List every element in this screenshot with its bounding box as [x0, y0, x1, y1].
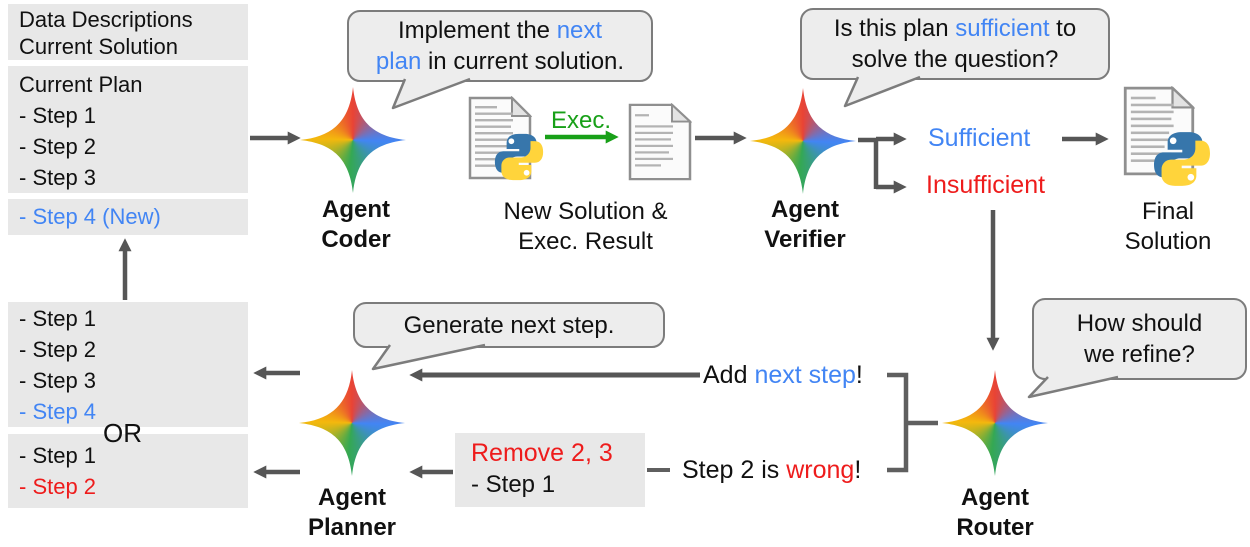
label-text: !: [855, 361, 863, 389]
refined-plan-a-box: - Step 1 - Step 2 - Step 3 - Step 4: [8, 302, 248, 427]
label-text: Add: [703, 361, 755, 389]
agent-router-label: Agent Router: [925, 483, 1065, 543]
implement-bubble: Implement the next plan in current solut…: [347, 10, 653, 82]
router-bracket: [887, 372, 938, 473]
python-logo-icon: [1154, 132, 1210, 186]
current-plan-title: Current Plan: [19, 72, 143, 97]
document-icon: [628, 103, 692, 181]
agent-label-line: Verifier: [764, 226, 846, 253]
new-solution-label: New Solution & Exec. Result: [488, 197, 683, 257]
remove-steps-line: Remove 2, 3: [471, 439, 613, 467]
plan-step-removed: - Step 2: [19, 474, 97, 499]
data-descriptions-line: Data Descriptions: [19, 7, 193, 32]
python-logo-icon: [494, 133, 544, 181]
generate-step-bubble: Generate next step.: [353, 302, 665, 348]
bubble-text-highlight: sufficient: [955, 15, 1050, 42]
plan-step: - Step 3: [19, 165, 97, 190]
plan-step: - Step 1: [19, 103, 97, 128]
verifier-branch-line: [858, 137, 879, 189]
sufficient-label: Sufficient: [928, 124, 1031, 152]
bubble-text: to: [1049, 15, 1077, 42]
final-solution-label: Final Solution: [1118, 197, 1218, 257]
sufficient-bubble-line2: solve the question?: [851, 46, 1059, 73]
label-text: !: [854, 456, 862, 484]
agent-label-line: Agent: [771, 196, 839, 223]
implement-bubble-line2: plan in current solution.: [349, 46, 651, 77]
new-step-box: - Step 4 (New): [8, 199, 248, 235]
caption-line: Final: [1141, 198, 1195, 225]
data-descriptions-box: Data Descriptions Current Solution: [8, 4, 248, 60]
remaining-step-line: - Step 1: [471, 471, 556, 498]
caption-line: New Solution &: [503, 198, 668, 225]
agent-planner-label: Agent Planner: [282, 483, 422, 543]
agent-label-line: Router: [956, 514, 1034, 541]
refine-bubble-line2: we refine?: [1084, 341, 1195, 368]
insufficient-label: Insufficient: [926, 171, 1046, 199]
sufficient-bubble-tail: [843, 75, 921, 108]
add-next-step-label: Add next step!: [703, 361, 863, 390]
refine-bubble-tail: [1027, 375, 1119, 399]
current-plan-box: Current Plan - Step 1 - Step 2 - Step 3: [8, 66, 248, 193]
plan-step-new: - Step 4: [19, 399, 97, 424]
or-label: OR: [103, 418, 142, 448]
bubble-text: in current solution.: [421, 48, 625, 75]
document-text-lines: [1130, 96, 1174, 162]
caption-line: Exec. Result: [518, 228, 653, 255]
refine-bubble: How should we refine?: [1032, 298, 1247, 380]
label-text-highlight: next step: [754, 361, 856, 389]
plan-step: - Step 2: [19, 337, 97, 362]
exec-label: Exec.: [550, 107, 612, 134]
generate-bubble-tail: [371, 343, 486, 371]
agent-verifier-label: Agent Verifier: [735, 195, 875, 255]
agent-label-line: Coder: [321, 226, 391, 253]
bubble-text-highlight: next: [556, 17, 603, 44]
plan-step: - Step 3: [19, 368, 97, 393]
plan-step: - Step 1: [19, 306, 97, 331]
label-text-highlight: wrong: [786, 456, 855, 484]
bubble-text: Is this plan: [833, 15, 956, 42]
plan-step: - Step 2: [19, 134, 97, 159]
implement-bubble-tail: [391, 77, 471, 110]
agent-label-line: Agent: [318, 484, 386, 511]
remove-steps-box: Remove 2, 3 - Step 1: [455, 433, 645, 507]
implement-bubble-line1: Implement the next: [349, 15, 651, 46]
sufficient-bubble-line1: Is this plan sufficient to: [802, 13, 1108, 44]
new-step-label: - Step 4 (New): [19, 204, 161, 229]
document-text-lines: [635, 114, 673, 167]
document-text-lines: [475, 106, 513, 167]
bubble-text: Implement the: [397, 17, 557, 44]
generate-bubble-text: Generate next step.: [403, 311, 615, 339]
sufficient-question-bubble: Is this plan sufficient to solve the que…: [800, 8, 1110, 80]
plan-step: - Step 1: [19, 443, 97, 468]
step-wrong-label: Step 2 is wrong!: [682, 456, 861, 485]
refined-plan-b-box: - Step 1 - Step 2: [8, 434, 248, 508]
agent-coder-label: Agent Coder: [286, 195, 426, 255]
label-text: Step 2 is: [682, 456, 787, 484]
agent-label-line: Agent: [961, 484, 1029, 511]
bubble-text-highlight: plan: [375, 48, 422, 75]
caption-line: Solution: [1124, 228, 1212, 255]
agent-label-line: Agent: [322, 196, 390, 223]
refine-bubble-line1: How should: [1076, 310, 1203, 337]
current-solution-line: Current Solution: [19, 34, 178, 59]
agent-label-line: Planner: [307, 514, 397, 541]
